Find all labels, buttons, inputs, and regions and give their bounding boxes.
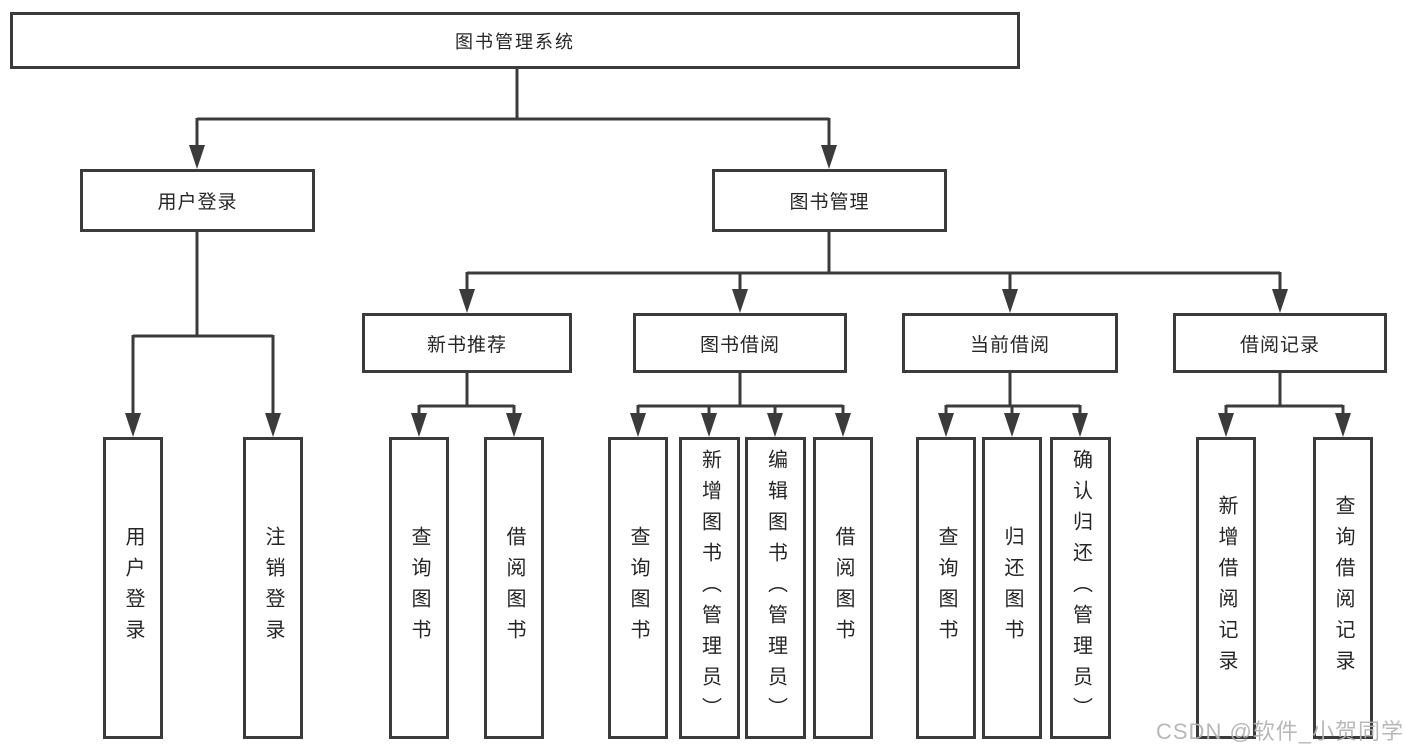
node-user-login-label: 用户登录 [157,192,238,213]
leaf-query-borrow-record-label: 查询借阅记录 [1332,495,1354,681]
leaf-borrow-books-label: 借阅图书 [832,526,854,650]
leaf-confirm-return-admin-label: 确认归还（管理员） [1069,448,1092,728]
csdn-watermark: CSDN @软件_小贺同学 [1156,719,1405,744]
leaf-query-books-recommend-label: 查询图书 [408,526,430,650]
leaf-borrow-books-recommend-label: 借阅图书 [503,526,525,650]
node-borrowing-records-label: 借阅记录 [1239,334,1320,356]
node-book-borrowing: 图书借阅 [633,313,847,373]
leaf-user-login-label: 用户登录 [122,526,144,650]
leaf-query-books-recommend: 查询图书 [389,437,449,739]
leaf-query-books-current: 查询图书 [916,437,976,739]
leaf-logout: 注销登录 [243,437,303,739]
node-user-login: 用户登录 [80,169,315,232]
leaf-add-book-admin-label: 新增图书（管理员） [698,448,721,728]
leaf-return-books: 归还图书 [982,437,1042,739]
leaf-confirm-return-admin: 确认归还（管理员） [1050,437,1111,739]
node-book-borrowing-label: 图书借阅 [699,334,780,356]
leaf-query-borrow-record: 查询借阅记录 [1313,437,1373,739]
leaf-borrow-books: 借阅图书 [813,437,873,739]
leaf-add-borrow-record: 新增借阅记录 [1196,437,1256,739]
leaf-edit-book-admin: 编辑图书（管理员） [745,437,806,739]
leaf-query-books-current-label: 查询图书 [935,526,957,650]
leaf-borrow-books-recommend: 借阅图书 [484,437,544,739]
leaf-edit-book-admin-label: 编辑图书（管理员） [764,448,787,728]
node-new-book-recommend-label: 新书推荐 [426,334,507,356]
node-new-book-recommend: 新书推荐 [362,313,572,373]
leaf-query-books-borrowing-label: 查询图书 [627,526,649,650]
node-borrowing-records: 借阅记录 [1173,313,1387,373]
leaf-add-borrow-record-label: 新增借阅记录 [1215,495,1237,681]
node-book-management: 图书管理 [712,169,947,232]
leaf-logout-label: 注销登录 [262,526,284,650]
leaf-add-book-admin: 新增图书（管理员） [679,437,740,739]
leaf-return-books-label: 归还图书 [1001,526,1023,650]
node-library-system-label: 图书管理系统 [455,31,575,52]
node-current-borrowing-label: 当前借阅 [969,334,1050,356]
node-library-system: 图书管理系统 [10,12,1020,69]
node-book-management-label: 图书管理 [789,192,870,213]
node-current-borrowing: 当前借阅 [902,313,1118,373]
leaf-query-books-borrowing: 查询图书 [608,437,668,739]
leaf-user-login: 用户登录 [103,437,163,739]
